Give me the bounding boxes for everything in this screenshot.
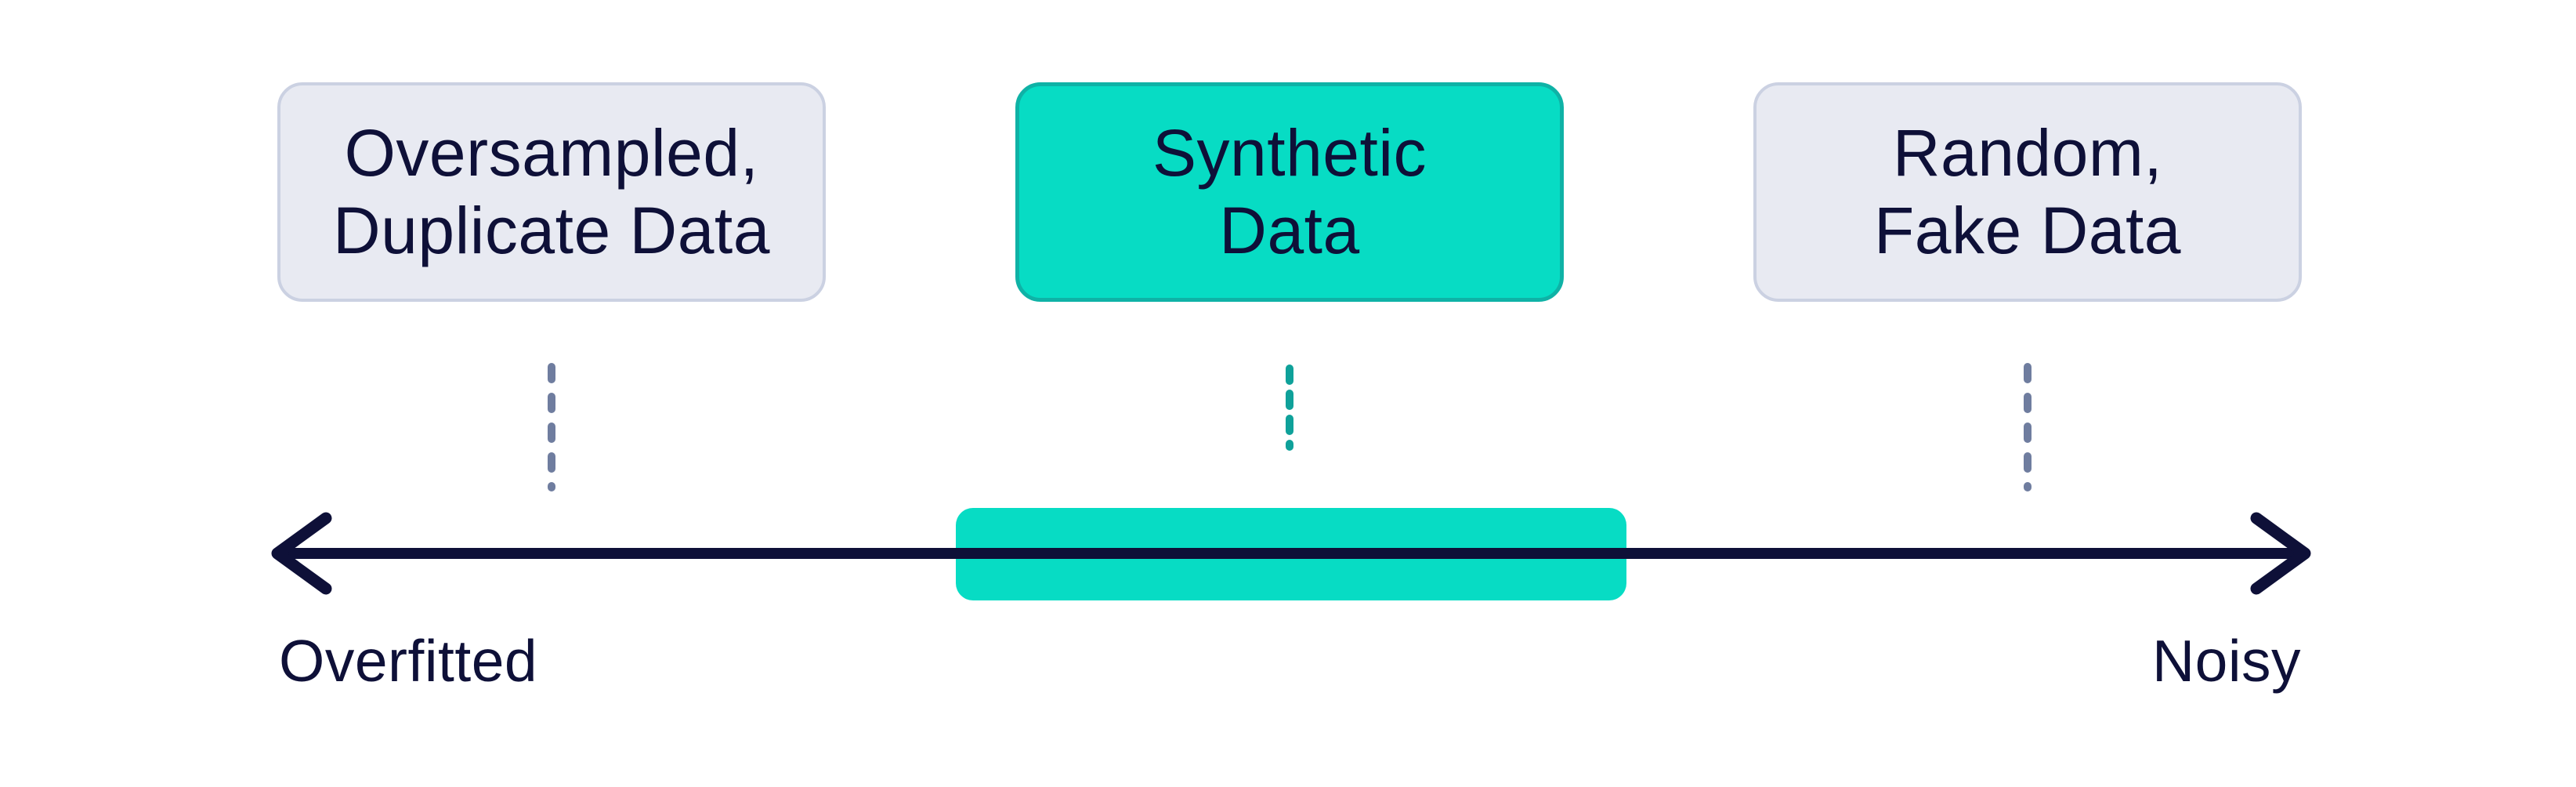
box-oversampled-duplicate-data: Oversampled, Duplicate Data <box>277 82 826 302</box>
right-arrowhead-icon <box>2250 512 2311 595</box>
box-label-line: Data <box>1219 194 1360 267</box>
box-label-line: Random, <box>1892 116 2163 190</box>
axis-label-noisy: Noisy <box>2151 628 2301 694</box>
box-synthetic-data: Synthetic Data <box>1015 82 1564 302</box>
axis-label-overfitted: Overfitted <box>279 628 538 694</box>
box-label-line: Duplicate Data <box>333 194 770 267</box>
box-label-line: Synthetic <box>1152 116 1427 190</box>
box-label-line: Oversampled, <box>344 116 759 190</box>
box-label-line: Fake Data <box>1873 194 2181 267</box>
left-arrowhead-icon <box>271 512 332 595</box>
box-random-fake-data: Random, Fake Data <box>1753 82 2302 302</box>
